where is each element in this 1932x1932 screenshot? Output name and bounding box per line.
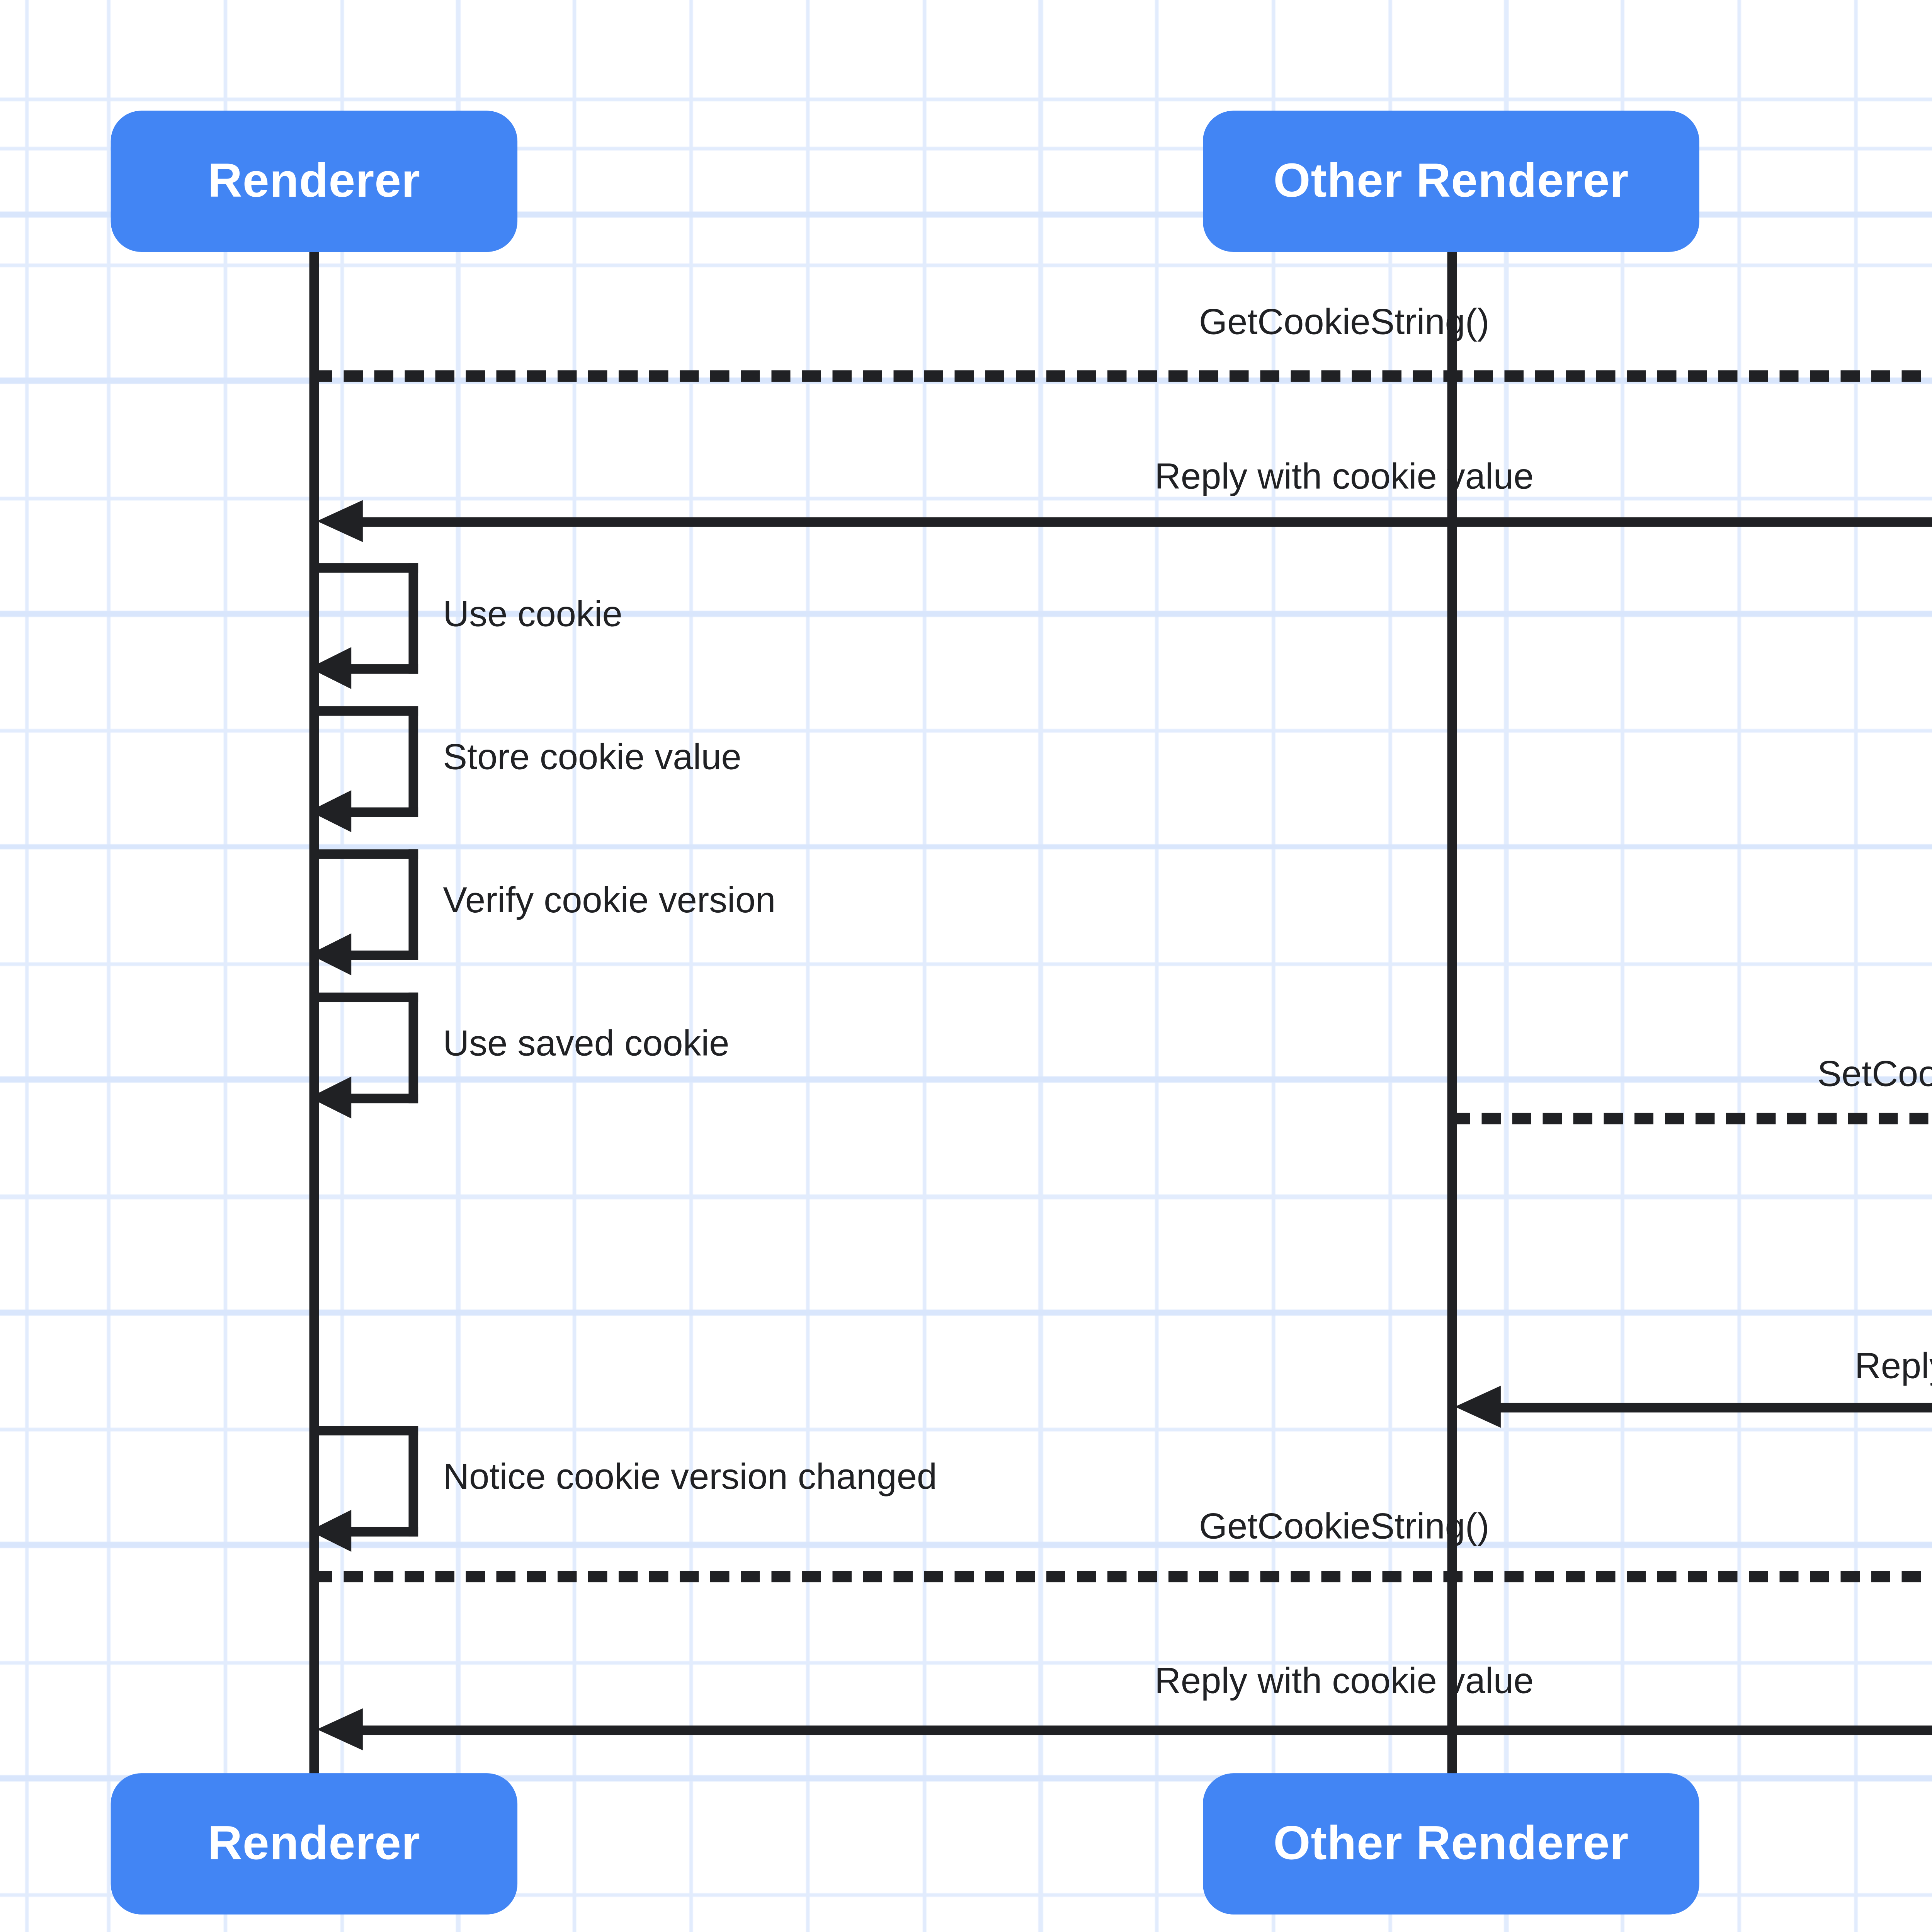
message-arrow-reply — [1497, 1403, 1932, 1413]
message-label-use-cookie: Use cookie — [443, 595, 622, 636]
message-label-use-saved-cookie: Use saved cookie — [443, 1025, 730, 1065]
lifeline-other-renderer — [1447, 248, 1457, 1777]
arrowhead-left-icon — [309, 1077, 352, 1119]
message-label-store-cookie-value: Store cookie value — [443, 738, 742, 779]
arrowhead-left-icon — [317, 500, 363, 542]
message-label-notice-cookie-version-changed: Notice cookie version changed — [443, 1458, 937, 1498]
actor-label: Renderer — [207, 1816, 421, 1870]
self-loop-bottom — [347, 1527, 418, 1537]
self-loop-bottom — [347, 951, 418, 960]
actor-box-other-renderer-bottom: Other Renderer — [1203, 1773, 1699, 1915]
actor-label: Other Renderer — [1273, 153, 1629, 207]
message-label-verify-cookie-version: Verify cookie version — [443, 882, 776, 922]
message-label-reply-with-cookie-value-1: Reply with cookie value — [1155, 458, 1534, 498]
self-loop-right — [408, 706, 418, 817]
message-label-reply: Reply() — [1854, 1347, 1932, 1388]
arrowhead-left-icon — [309, 790, 352, 832]
self-loop-bottom — [347, 1094, 418, 1104]
actor-label: Renderer — [207, 153, 421, 207]
actor-box-renderer-bottom: Renderer — [111, 1773, 518, 1915]
self-loop-right — [408, 563, 418, 674]
message-arrow-setcookie — [1451, 1112, 1932, 1124]
actor-box-renderer-top: Renderer — [111, 111, 518, 252]
self-loop-top — [313, 992, 418, 1002]
message-arrow-getcookiestring-2 — [313, 1571, 1932, 1583]
self-loop-bottom — [347, 807, 418, 817]
self-loop-right — [408, 849, 418, 960]
self-loop-top — [313, 849, 418, 859]
message-label-getcookiestring-2: GetCookieString() — [1199, 1508, 1490, 1548]
message-arrow-reply-1 — [359, 517, 1932, 527]
self-loop-right — [408, 992, 418, 1104]
arrowhead-left-icon — [309, 933, 352, 976]
arrowhead-left-icon — [309, 647, 352, 689]
message-arrow-reply-2 — [359, 1725, 1932, 1735]
message-label-reply-with-cookie-value-2: Reply with cookie value — [1155, 1662, 1534, 1703]
self-loop-bottom — [347, 664, 418, 674]
arrowhead-left-icon — [317, 1708, 363, 1750]
message-label-getcookiestring-1: GetCookieString() — [1199, 303, 1490, 344]
arrowhead-left-icon — [309, 1510, 352, 1552]
self-loop-top — [313, 706, 418, 716]
arrowhead-left-icon — [1455, 1386, 1501, 1428]
message-label-setcookie: SetCookie() — [1817, 1055, 1932, 1096]
actor-box-other-renderer-top: Other Renderer — [1203, 111, 1699, 252]
self-loop-top — [313, 1426, 418, 1435]
self-loop-right — [408, 1426, 418, 1537]
self-loop-top — [313, 563, 418, 573]
message-arrow-getcookiestring-1 — [313, 370, 1932, 382]
actor-label: Other Renderer — [1273, 1816, 1629, 1870]
